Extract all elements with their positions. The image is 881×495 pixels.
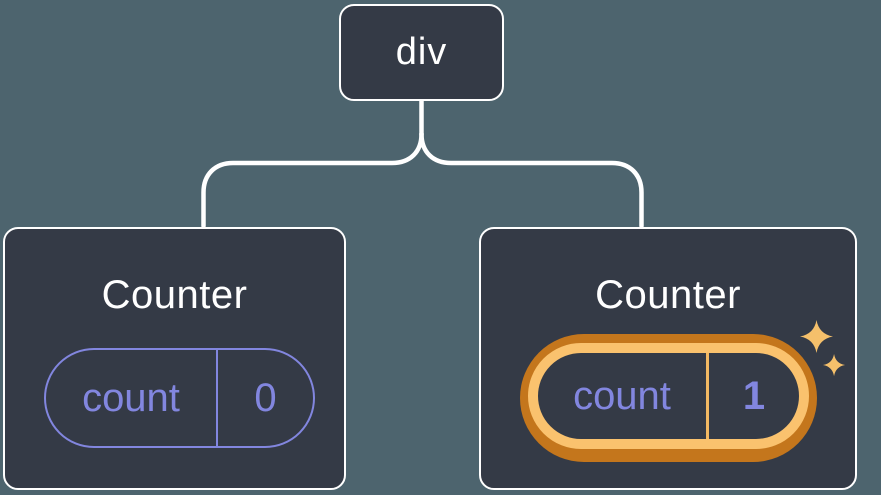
counter-card-right: Counter count 1 bbox=[479, 227, 857, 490]
state-pill-highlight-ring: count 1 bbox=[520, 334, 817, 462]
state-name-label: count bbox=[573, 373, 671, 418]
connector-right-branch bbox=[419, 131, 644, 229]
state-name-label: count bbox=[82, 375, 180, 420]
counter-card-left: Counter count 0 bbox=[3, 227, 346, 490]
state-value: 0 bbox=[254, 375, 277, 420]
pill-divider bbox=[706, 353, 709, 439]
state-pill: count 0 bbox=[44, 348, 315, 448]
component-title: Counter bbox=[101, 273, 248, 317]
state-value: 1 bbox=[742, 373, 766, 418]
root-node-label: div bbox=[395, 31, 448, 73]
component-title: Counter bbox=[595, 273, 741, 317]
connector-left-branch bbox=[201, 131, 424, 229]
state-pill: count 1 bbox=[528, 343, 809, 449]
pill-divider bbox=[216, 350, 218, 446]
root-node-div: div bbox=[339, 4, 504, 101]
